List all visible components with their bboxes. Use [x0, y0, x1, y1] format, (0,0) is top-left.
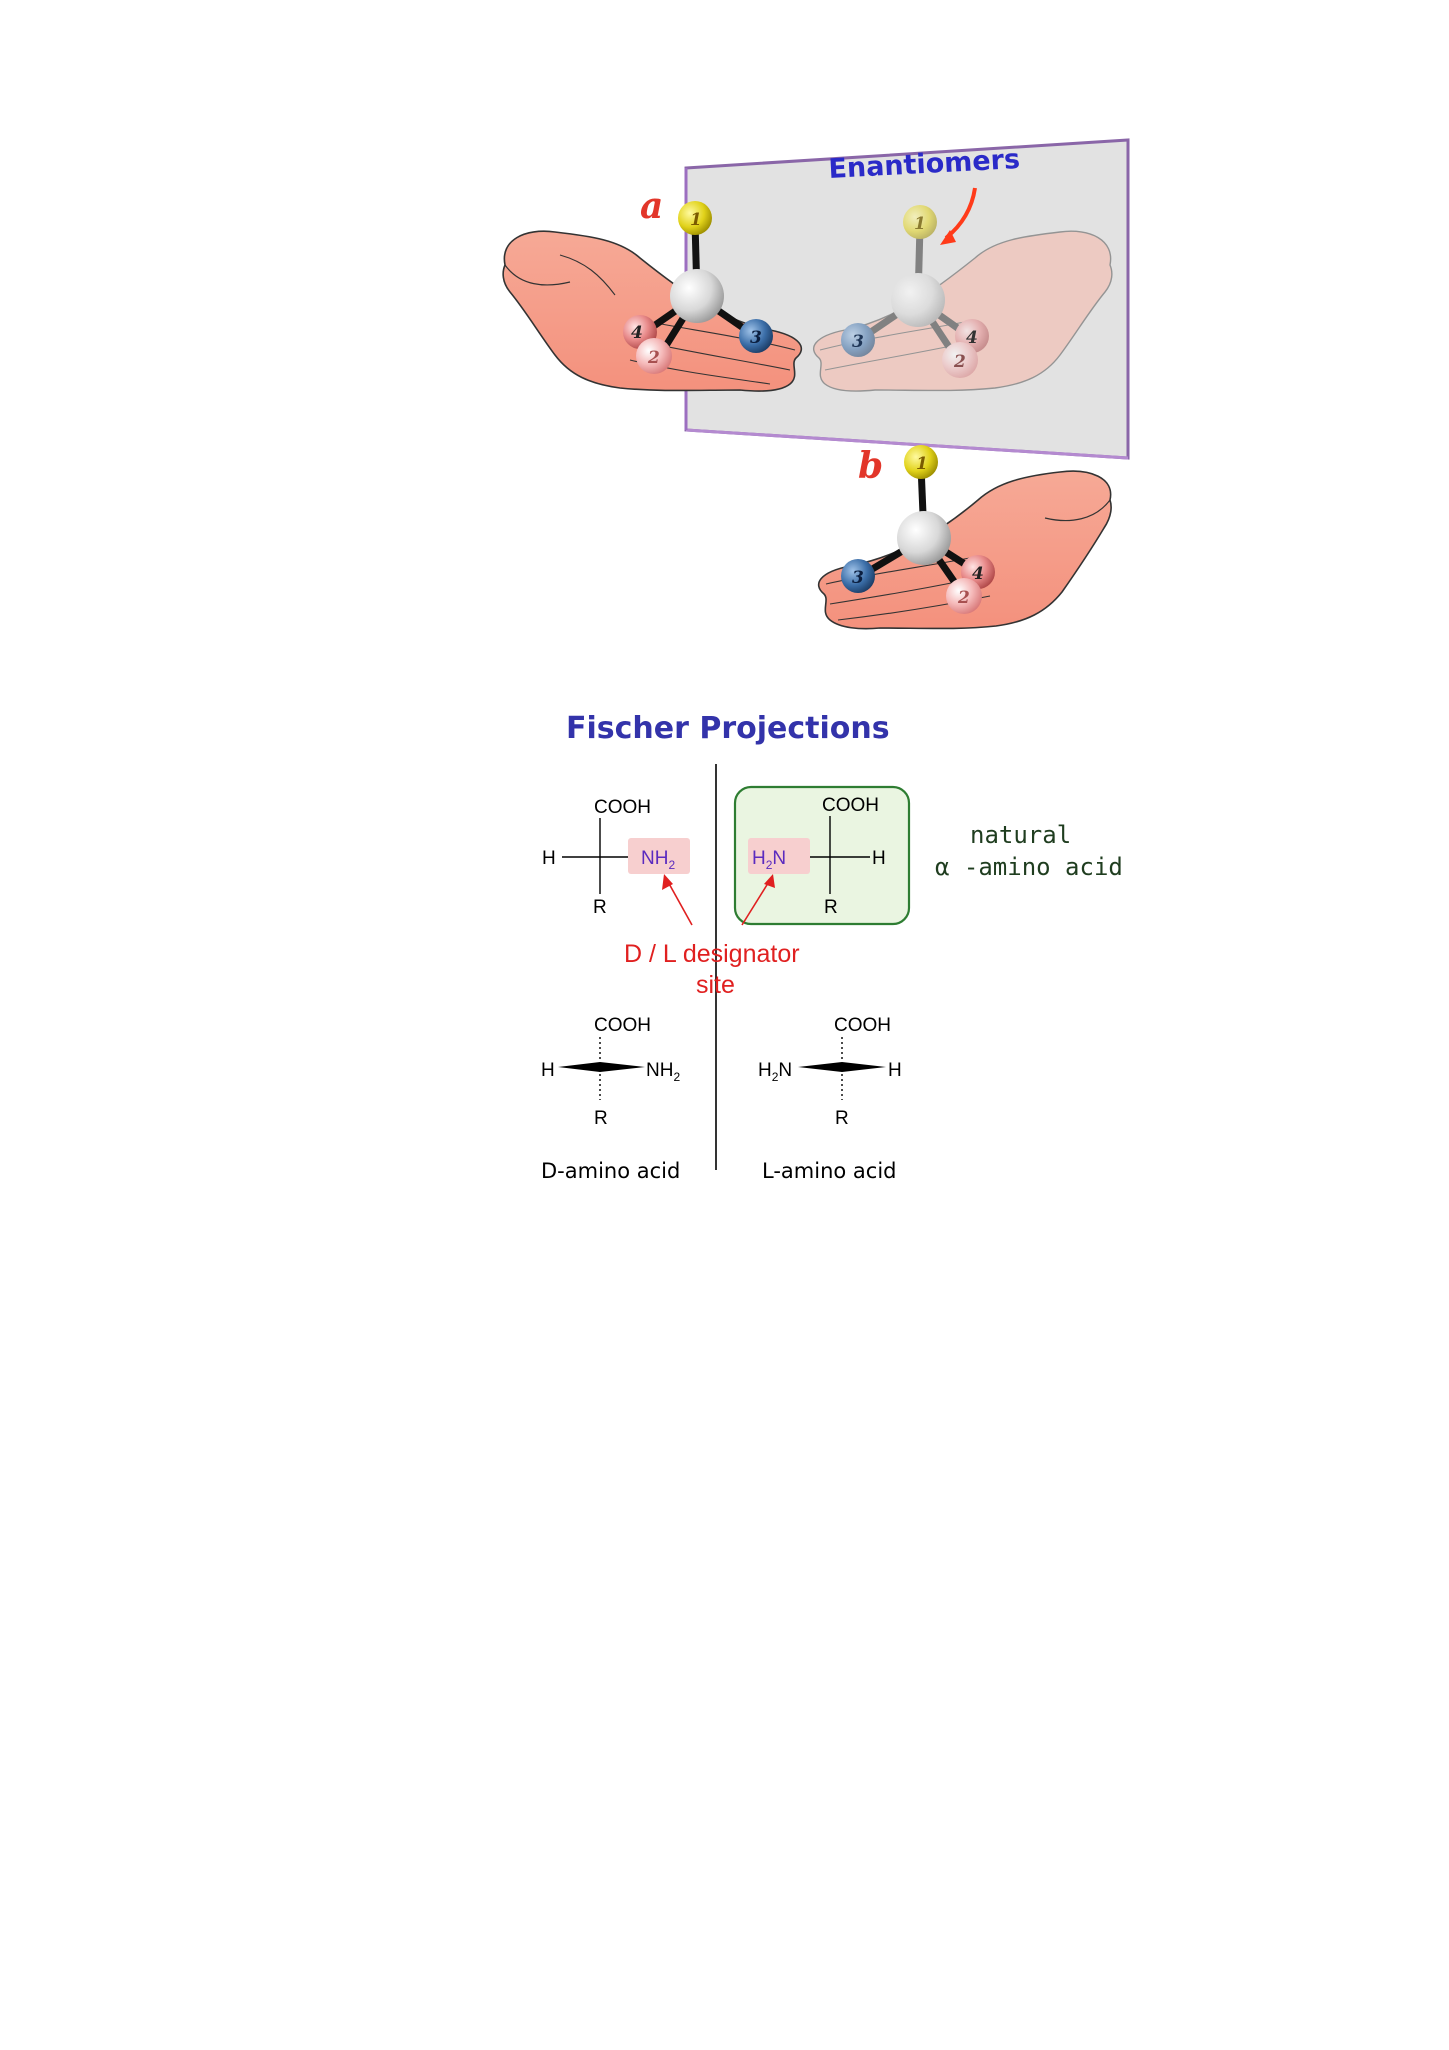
l-fischer-projection: COOH H2N H R	[748, 795, 886, 918]
molecule-a: 1 4 2 3	[623, 201, 773, 374]
l-amino-acid-caption: L-amino acid	[762, 1159, 896, 1183]
b-substituent-1-label: 1	[916, 454, 928, 474]
natural-label-line2: α -amino acid	[935, 853, 1123, 881]
designator-line2: site	[696, 971, 735, 999]
fischer-title: Fischer Projections	[566, 711, 890, 746]
d-wedge-projection: COOH H NH2 R	[541, 1015, 680, 1129]
l-wedge-h2n: H2N	[758, 1060, 792, 1084]
b-substituent-1-sphere	[904, 445, 938, 479]
mirror-substituent-1-label: 1	[914, 214, 926, 234]
d-fischer-projection: COOH H NH2 R	[542, 797, 690, 918]
molecule-b: 1 3 4 2	[841, 445, 995, 614]
label-a: a	[640, 185, 663, 227]
d-h-label: H	[542, 848, 556, 869]
l-wedge-projection: COOH H2N H R	[758, 1015, 902, 1129]
substituent-1-label: 1	[690, 210, 702, 230]
mirror-image	[813, 205, 1113, 392]
l-h2n-label: H2N	[752, 848, 786, 872]
mirror-substituent-3-label: 3	[852, 332, 864, 352]
d-wedge-r: R	[594, 1108, 608, 1129]
substituent-1-sphere	[678, 201, 712, 235]
mirror-image-labels: 1 3 4 2	[852, 214, 978, 372]
natural-label-line1: natural	[970, 821, 1071, 849]
l-nh2-highlight	[748, 838, 810, 874]
mirror-substituent-2-label: 2	[953, 352, 966, 372]
b-substituent-2-sphere	[946, 578, 982, 614]
d-r-label: R	[593, 897, 607, 918]
substituent-3-label: 3	[750, 328, 762, 348]
l-r-label: R	[824, 897, 838, 918]
d-wedge-h: H	[541, 1060, 555, 1081]
enantiomers-arrowhead	[940, 230, 956, 245]
l-wedge-h: H	[888, 1060, 902, 1081]
b-substituent-3-sphere	[841, 559, 875, 593]
d-cooh-label: COOH	[594, 797, 651, 818]
d-nh2-label: NH2	[641, 848, 675, 872]
b-substituent-3-label: 3	[852, 568, 864, 588]
b-carbon-sphere	[897, 511, 951, 565]
natural-amino-acid-box	[733, 785, 911, 926]
d-wedge-cooh: COOH	[594, 1015, 651, 1036]
designator-arrows	[662, 874, 775, 926]
mirror-substituent-4-label: 4	[966, 328, 978, 348]
substituent-4-label: 4	[631, 323, 643, 343]
l-h-label: H	[872, 848, 886, 869]
carbon-sphere	[670, 269, 724, 323]
substituent-2-sphere	[636, 338, 672, 374]
l-wedge-cooh: COOH	[834, 1015, 891, 1036]
b-substituent-2-label: 2	[957, 588, 970, 608]
d-wedge-nh2: NH2	[646, 1060, 680, 1084]
d-amino-acid-caption: D-amino acid	[541, 1159, 680, 1183]
b-substituent-4-label: 4	[972, 564, 984, 584]
substituent-2-label: 2	[647, 348, 660, 368]
l-cooh-label: COOH	[822, 795, 879, 816]
d-nh2-highlight	[628, 838, 690, 874]
label-b: b	[858, 445, 883, 487]
l-wedge-r: R	[835, 1108, 849, 1129]
substituent-3-sphere	[739, 319, 773, 353]
designator-line1: D / L designator	[624, 940, 800, 968]
